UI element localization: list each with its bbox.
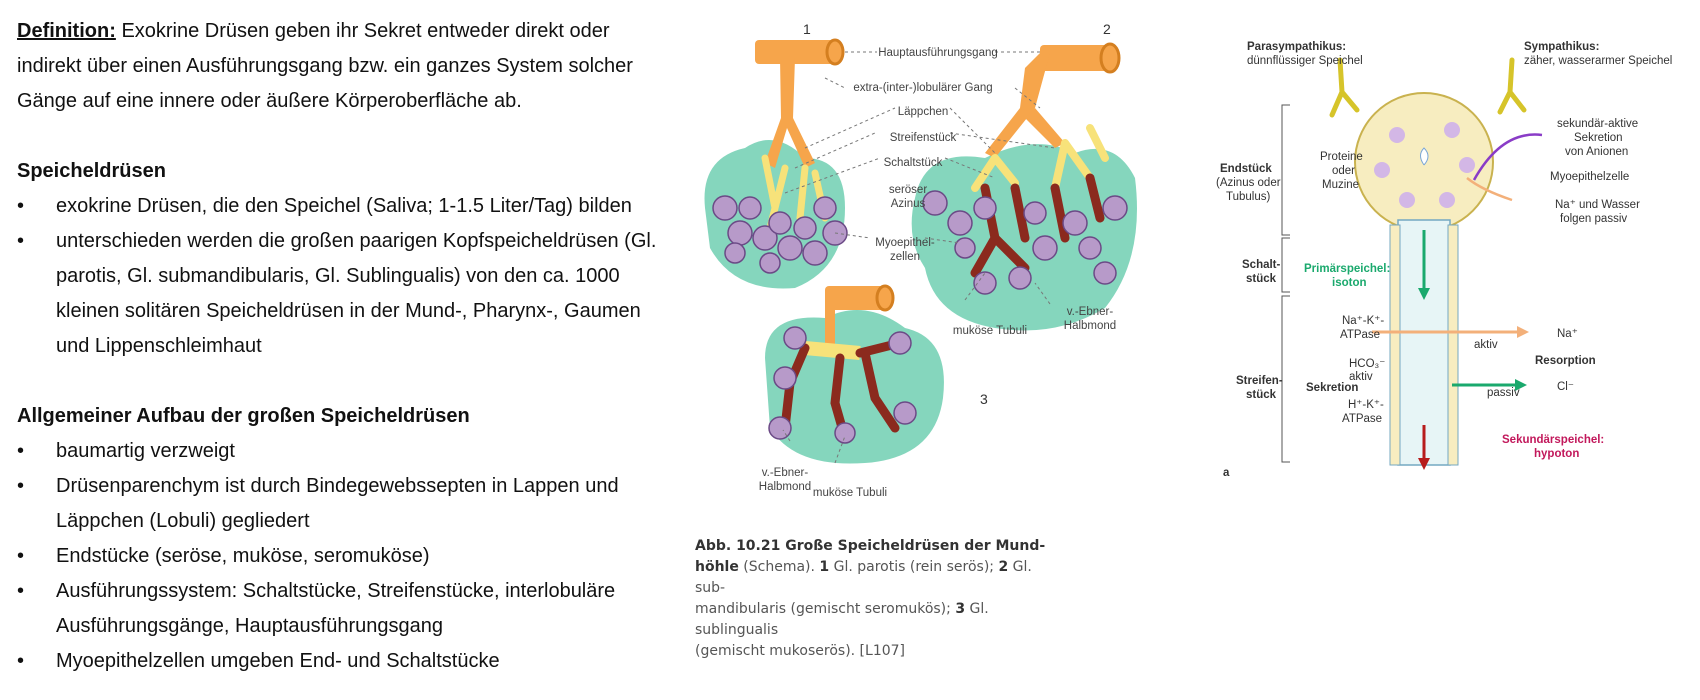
label-hco3: HCO₃⁻ [1349, 358, 1385, 370]
definition-paragraph: Definition: Exokrine Drüsen geben ihr Se… [17, 14, 677, 119]
label-aktiv: aktiv [1474, 339, 1498, 351]
caption-text: Gl. sub- [695, 559, 1032, 596]
label-schalt: Schalt- [1242, 259, 1281, 271]
caption-number: 2 [998, 559, 1009, 575]
list-item: Ausführungssystem: Schaltstücke, Streife… [17, 574, 677, 644]
gland-1-parotis: 1 [704, 21, 848, 289]
label-folgen-passiv: folgen passiv [1560, 213, 1627, 225]
definition-label: Definition: [17, 20, 116, 42]
label-mukoese-tubuli-left: muköse Tubuli [813, 487, 887, 499]
label-endstueck-sub2: Tubulus) [1226, 191, 1270, 203]
label-h-k: H⁺-K⁺- [1348, 399, 1384, 411]
caption-text: (gemischt mukoserös). [L107] [695, 643, 905, 659]
label-hco3-aktiv: aktiv [1349, 371, 1373, 383]
bullet-list-aufbau: baumartig verzweigt Drüsenparenchym ist … [17, 434, 677, 679]
label-endstueck-sub1: (Azinus oder [1216, 177, 1281, 189]
list-item: Myoepithelzellen umgeben End- und Schalt… [17, 644, 677, 679]
label-resorption: Resorption [1535, 355, 1596, 367]
bullet-list-speicheldruesen: exokrine Drüsen, die den Speichel (Saliv… [17, 189, 677, 364]
label-schaltstueck: Schaltstück [884, 157, 943, 169]
label-parasympathikus: Parasympathikus: [1247, 41, 1346, 53]
label-hypoton: hypoton [1534, 448, 1579, 460]
figure-caption: Abb. 10.21 Große Speicheldrüsen der Mund… [695, 536, 1055, 662]
label-hauptausfuehrungsgang: Hauptausführungsgang [878, 47, 998, 59]
label-streifen: Streifen- [1236, 375, 1283, 387]
label-sympathikus-sub: zäher, wasserarmer Speichel [1524, 55, 1672, 67]
gland-2-number: 2 [1103, 21, 1111, 37]
duct-physiology-figure: Parasympathikus: dünnflüssiger Speichel … [1216, 41, 1672, 479]
gland-3-sublingualis: 3 [765, 284, 988, 464]
label-schalt-stueck: stück [1246, 273, 1277, 285]
label-primaerspeichel: Primärspeichel: [1304, 263, 1390, 275]
caption-number: 1 [819, 559, 830, 575]
caption-text: Gl. parotis (rein serös); [829, 559, 999, 575]
caption-title-2: höhle [695, 559, 739, 575]
label-streifenstueck: Streifenstück [890, 132, 957, 144]
label-ebner-right-2: Halbmond [1064, 320, 1116, 332]
label-extra-lobulaerer-gang: extra-(inter-)lobulärer Gang [853, 82, 992, 94]
label-zellen: zellen [890, 251, 920, 263]
label-isoton: isoton [1332, 277, 1367, 289]
caption-text: mandibularis (gemischt seromukös); [695, 601, 956, 617]
gland-3-number: 3 [980, 391, 988, 407]
label-azinus: Azinus [891, 198, 926, 210]
label-atpase-1: ATPase [1340, 329, 1380, 341]
label-myoepithelzelle: Myoepithelzelle [1550, 171, 1629, 183]
bracket-streifenstueck [1281, 295, 1290, 463]
definition-text: Exokrine Drüsen geben ihr Sekret entwede… [17, 20, 633, 112]
caption-text: Gl. sublingualis [695, 601, 989, 638]
bracket-schaltstueck [1281, 237, 1290, 293]
caption-number: 3 [955, 601, 966, 617]
label-proteine: Proteine [1320, 151, 1363, 163]
label-parasympathikus-sub: dünnflüssiger Speichel [1247, 55, 1363, 67]
label-sympathikus: Sympathikus: [1524, 41, 1599, 53]
label-von-anionen: von Anionen [1565, 146, 1628, 158]
label-myoepithel: Myoepithel- [875, 237, 935, 249]
gland-2-submandibularis: 2 [911, 21, 1137, 331]
label-ebner-left-1: v.-Ebner- [762, 467, 809, 479]
caption-title: Abb. 10.21 Große Speicheldrüsen der Mund… [695, 538, 1046, 554]
label-mukoese-tubuli-right: muköse Tubuli [953, 325, 1027, 337]
list-item: baumartig verzweigt [17, 434, 677, 469]
label-oder: oder [1332, 165, 1355, 177]
acinus-cells [1374, 122, 1475, 208]
label-sekretion: Sekretion [1306, 382, 1358, 394]
list-item: Drüsenparenchym ist durch Bindegewebssep… [17, 469, 677, 539]
list-item: unterschieden werden die großen paarigen… [17, 224, 677, 364]
label-passiv: passiv [1487, 387, 1520, 399]
label-seroeser: seröser [889, 184, 928, 196]
caption-text: (Schema). [738, 559, 820, 575]
gland-1-number: 1 [803, 21, 811, 37]
label-atpase-2: ATPase [1342, 413, 1382, 425]
bracket-endstueck [1281, 104, 1290, 236]
label-streifen-stueck: stück [1246, 389, 1277, 401]
label-endstueck: Endstück [1220, 163, 1272, 175]
list-item: exokrine Drüsen, die den Speichel (Saliv… [17, 189, 677, 224]
label-na-wasser: Na⁺ und Wasser [1555, 199, 1640, 211]
label-cl: Cl⁻ [1557, 381, 1574, 393]
duct-wall-cells [1389, 224, 1459, 466]
label-sekretion-top: Sekretion [1574, 132, 1623, 144]
section-title-speicheldruesen: Speicheldrüsen [17, 160, 166, 182]
label-na-out: Na⁺ [1557, 328, 1578, 340]
label-sekundaer-aktive: sekundär-aktive [1557, 118, 1638, 130]
salivary-gland-figure: 1 2 3 [704, 21, 1137, 499]
text-column: Definition: Exokrine Drüsen geben ihr Se… [17, 14, 677, 679]
label-na-k: Na⁺-K⁺- [1342, 315, 1384, 327]
section-title-aufbau: Allgemeiner Aufbau der großen Speicheldr… [17, 405, 470, 427]
label-muzine: Muzine [1322, 179, 1359, 191]
anion-secretion-arrow [1472, 133, 1543, 181]
panel-label: a [1223, 467, 1230, 479]
label-sekundaerspeichel: Sekundärspeichel: [1502, 434, 1604, 446]
label-ebner-left-2: Halbmond [759, 481, 811, 493]
label-laeppchen: Läppchen [898, 106, 949, 118]
nerve-fibers [1329, 57, 1527, 118]
list-item: Endstücke (seröse, muköse, seromuköse) [17, 539, 677, 574]
label-ebner-right-1: v.-Ebner- [1067, 306, 1114, 318]
